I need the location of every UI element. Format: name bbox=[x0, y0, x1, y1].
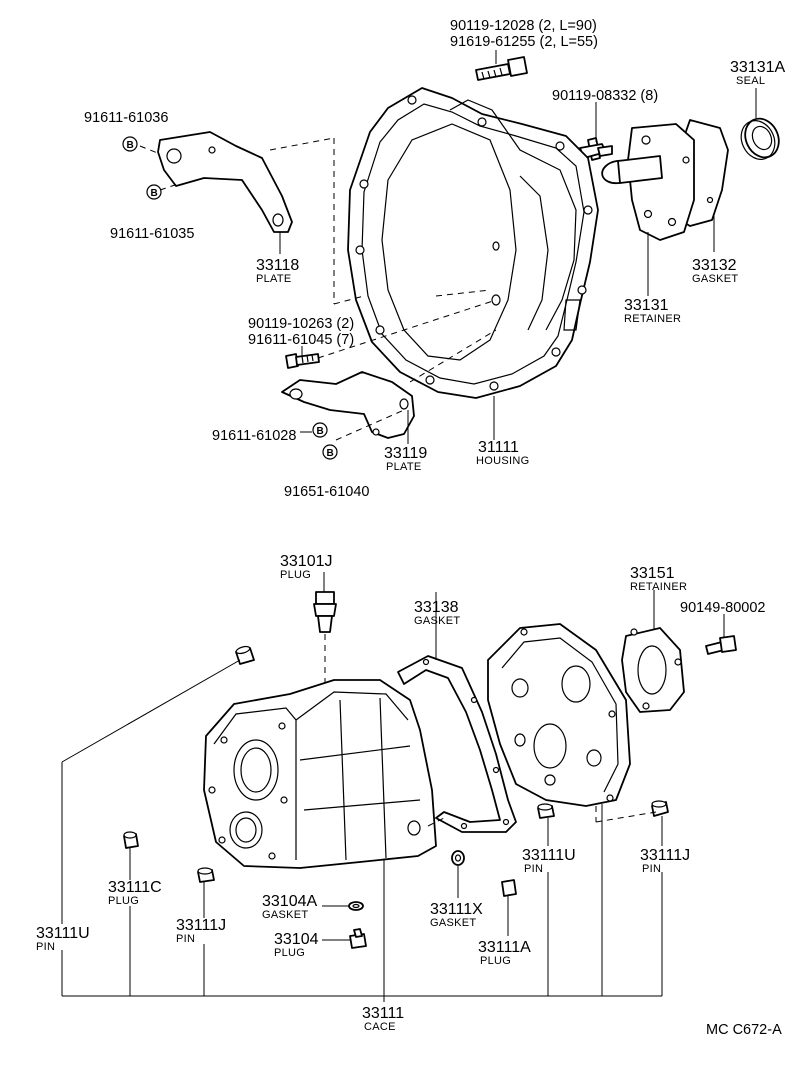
retainer-33131 bbox=[601, 119, 729, 241]
b-marker-2: B bbox=[146, 184, 162, 200]
label-31111-name: HOUSING bbox=[476, 455, 529, 467]
label-33119: 33119 bbox=[384, 445, 427, 462]
b-marker-1: B bbox=[122, 136, 138, 152]
label-90119-12028: 90119-12028 (2, L=90) bbox=[450, 18, 597, 34]
label-90119-08332: 90119-08332 (8) bbox=[552, 88, 658, 104]
label-33111x-name: GASKET bbox=[430, 917, 476, 929]
retainer-33151 bbox=[621, 627, 685, 713]
b-marker-text: B bbox=[327, 448, 334, 459]
b-marker-text: B bbox=[151, 188, 158, 199]
label-33111c: 33111C bbox=[108, 879, 162, 896]
label-33101j-name: PLUG bbox=[280, 569, 311, 581]
b-marker-3: B bbox=[312, 422, 328, 438]
label-33111u-right-name: PIN bbox=[524, 863, 543, 875]
label-90149-80002: 90149-80002 bbox=[680, 600, 765, 616]
gasket-33111x bbox=[451, 850, 465, 866]
label-33138-name: GASKET bbox=[414, 615, 460, 627]
label-90119-10263: 90119-10263 (2) bbox=[248, 316, 354, 332]
label-33111j-right: 33111J bbox=[640, 847, 690, 864]
label-91619-61255: 91619-61255 (2, L=55) bbox=[450, 34, 598, 50]
label-33111x: 33111X bbox=[430, 901, 483, 918]
label-33111j-right-name: PIN bbox=[642, 863, 661, 875]
label-91611-61045: 91611-61045 (7) bbox=[248, 332, 354, 348]
seal-33131a bbox=[740, 117, 780, 160]
label-33111u-left: 33111U bbox=[36, 925, 90, 942]
b-marker-text: B bbox=[127, 140, 134, 151]
label-33138: 33138 bbox=[414, 599, 459, 616]
label-33119-name: PLATE bbox=[386, 461, 422, 473]
label-91611-61035: 91611-61035 bbox=[110, 226, 194, 242]
label-33111a-name: PLUG bbox=[480, 955, 511, 967]
label-33111: 33111 bbox=[362, 1005, 404, 1022]
label-33104a-name: GASKET bbox=[262, 909, 308, 921]
label-33111j-left-name: PIN bbox=[176, 933, 195, 945]
label-33111u-left-name: PIN bbox=[36, 941, 55, 953]
label-91651-61040: 91651-61040 bbox=[284, 484, 369, 500]
b-marker-4: B bbox=[322, 444, 338, 460]
label-91611-61028: 91611-61028 bbox=[212, 428, 296, 444]
pin-33111j-left bbox=[197, 867, 215, 883]
label-33104a: 33104A bbox=[262, 893, 317, 910]
plug-33101j bbox=[313, 591, 337, 690]
label-33131a-name: SEAL bbox=[736, 75, 765, 87]
transmission-case-33111 bbox=[203, 679, 437, 869]
bolt-90119-12028 bbox=[475, 56, 528, 81]
intermediate-plate bbox=[487, 623, 631, 807]
gasket-33138 bbox=[397, 655, 517, 833]
plate-33119 bbox=[281, 371, 415, 439]
lower-leader-lines bbox=[61, 572, 725, 1002]
label-33131a: 33131A bbox=[730, 59, 785, 76]
label-33111u-right: 33111U bbox=[522, 847, 576, 864]
label-33118: 33118 bbox=[256, 257, 299, 274]
label-33111-name: CACE bbox=[364, 1021, 396, 1033]
bolt-90119-10263 bbox=[285, 353, 320, 369]
label-33131: 33131 bbox=[624, 297, 669, 314]
label-91611-61036: 91611-61036 bbox=[84, 110, 168, 126]
plug-33111c bbox=[123, 831, 139, 849]
label-31111: 31111 bbox=[478, 439, 519, 456]
label-33111j-left: 33111J bbox=[176, 917, 226, 934]
pin-top-left bbox=[235, 645, 255, 665]
upper-leader-lines bbox=[139, 50, 757, 456]
label-33132-name: GASKET bbox=[692, 273, 738, 285]
plug-33111a bbox=[501, 879, 517, 897]
pin-33111j-right bbox=[651, 800, 669, 817]
gasket-33104a bbox=[348, 901, 364, 911]
label-33118-name: PLATE bbox=[256, 273, 292, 285]
label-33111a: 33111A bbox=[478, 939, 531, 956]
pin-33111u-right bbox=[537, 803, 555, 819]
label-33111c-name: PLUG bbox=[108, 895, 139, 907]
label-33104-name: PLUG bbox=[274, 947, 305, 959]
bolt-90119-08332 bbox=[579, 137, 613, 161]
label-33101j: 33101J bbox=[280, 553, 333, 570]
label-33131-name: RETAINER bbox=[624, 313, 681, 325]
figure-code: MC C672-A bbox=[706, 1022, 782, 1038]
label-33151-name: RETAINER bbox=[630, 581, 687, 593]
clutch-housing-31111 bbox=[347, 87, 599, 399]
plate-33118 bbox=[157, 131, 293, 233]
b-marker-text: B bbox=[317, 426, 324, 437]
label-33132: 33132 bbox=[692, 257, 737, 274]
label-33151: 33151 bbox=[630, 565, 675, 582]
bolt-90149-80002 bbox=[705, 635, 737, 655]
label-33104: 33104 bbox=[274, 931, 319, 948]
plug-33104 bbox=[349, 928, 367, 949]
